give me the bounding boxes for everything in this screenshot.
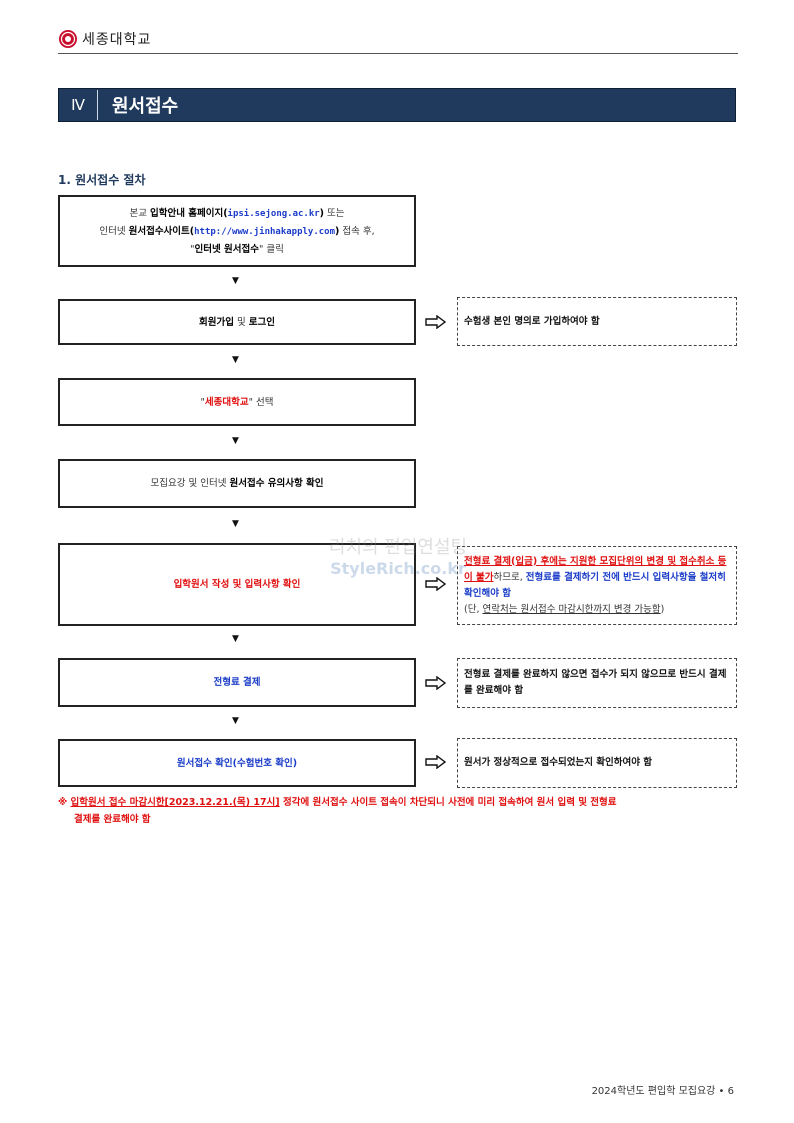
- page-header: 세종대학교: [58, 28, 738, 54]
- text: " 선택: [248, 396, 274, 408]
- right-arrow-icon: [425, 755, 447, 769]
- text: 입학안내 홈페이지(: [149, 207, 228, 219]
- university-logo: 세종대학교: [58, 28, 151, 50]
- text: 입학원서 작성 및 입력사항 확인: [173, 579, 301, 590]
- step-confirm-receipt: 원서접수 확인(수험번호 확인): [58, 739, 416, 787]
- text: 결제를 완료해야 함: [74, 814, 151, 825]
- text: 또는: [324, 207, 345, 219]
- text: 모집요강 및 인터넷: [150, 478, 230, 489]
- homepage-url: ipsi.sejong.ac.kr: [227, 208, 320, 219]
- down-arrow-icon: ▼: [232, 716, 239, 726]
- text: 정각에 원서접수 사이트 접속이 차단되니 사전에 미리 접속하여 원서 입력 …: [279, 797, 617, 808]
- reference-mark: ※: [58, 797, 71, 808]
- text: 전형료 결제(입금) 후에는 지원한 모집단위의 변경 및 접수취소 등이 불가: [464, 555, 727, 583]
- text: 원서접수 확인(수험번호 확인): [176, 757, 298, 769]
- note-login: 수험생 본인 명의로 가입하여야 함: [457, 297, 737, 346]
- note-application: 전형료 결제(입금) 후에는 지원한 모집단위의 변경 및 접수취소 등이 불가…: [457, 546, 737, 625]
- step-1-line-1: 본교 입학안내 홈페이지(ipsi.sejong.ac.kr) 또는: [99, 205, 374, 223]
- text: 인터넷 원서접수: [194, 243, 259, 255]
- text: 인터넷: [99, 225, 129, 237]
- text: ): [319, 207, 325, 219]
- step-check-guidelines: 모집요강 및 인터넷 원서접수 유의사항 확인: [58, 459, 416, 508]
- text: ": [200, 396, 205, 408]
- text: 하므로,: [493, 571, 526, 583]
- text: " 클릭: [258, 243, 284, 255]
- down-arrow-icon: ▼: [232, 436, 239, 446]
- text: ": [190, 243, 195, 255]
- text: 원서접수 유의사항 확인: [229, 478, 324, 489]
- down-arrow-icon: ▼: [232, 519, 239, 529]
- section-number: Ⅳ: [71, 97, 85, 114]
- step-signup-login: 회원가입 및 로그인: [58, 299, 416, 345]
- text: 전형료 결제를 완료하지 않으면 접수가 되지 않으므로 반드시 결제를 완료해…: [464, 669, 727, 696]
- step-select-university: "세종대학교" 선택: [58, 378, 416, 426]
- text: 연락처는 원서접수 마감시한까지 변경 가능함: [482, 603, 661, 615]
- text: 수험생 본인 명의로 가입하여야 함: [464, 315, 600, 327]
- page-footer: 2024학년도 편입학 모집요강 • 6: [591, 1086, 734, 1097]
- right-arrow-icon: [425, 676, 447, 690]
- text: 원서가 정상적으로 접수되었는지 확인하여야 함: [464, 757, 653, 768]
- deadline-text: 입학원서 접수 마감시한[2023.12.21.(목) 17시]: [70, 797, 280, 808]
- text: 전형료 결제: [213, 677, 261, 688]
- text: 세종대학교: [204, 396, 249, 408]
- down-arrow-icon: ▼: [232, 355, 239, 365]
- text: ): [660, 603, 665, 615]
- logo-text: 세종대학교: [82, 32, 152, 48]
- step-1-line-2: 인터넷 원서접수사이트(http://www.jinhakapply.com) …: [99, 223, 374, 241]
- text: 로그인: [248, 316, 275, 328]
- down-arrow-icon: ▼: [232, 276, 239, 286]
- note-confirm: 원서가 정상적으로 접수되었는지 확인하여야 함: [457, 738, 737, 788]
- step-1-line-3: "인터넷 원서접수" 클릭: [99, 241, 374, 258]
- text: 원서접수사이트(: [128, 225, 195, 237]
- text: 접속 후,: [339, 225, 375, 237]
- text: 회원가입: [199, 316, 234, 328]
- apply-site-url: http://www.jinhakapply.com: [194, 226, 336, 237]
- text: 본교: [129, 207, 150, 219]
- university-emblem-icon: [59, 30, 77, 48]
- right-arrow-icon: [425, 577, 447, 591]
- text: 전형료를 결제하기 전에: [525, 571, 620, 583]
- text: (단,: [464, 603, 483, 615]
- deadline-footnote: ※ 입학원서 접수 마감시한[2023.12.21.(목) 17시] 정각에 원…: [58, 794, 740, 828]
- text: 및: [233, 316, 249, 328]
- step-write-application: 입학원서 작성 및 입력사항 확인: [58, 543, 416, 626]
- section-header: Ⅳ 원서접수: [58, 88, 736, 122]
- note-payment: 전형료 결제를 완료하지 않으면 접수가 되지 않으므로 반드시 결제를 완료해…: [457, 658, 737, 708]
- step-homepage-access: 본교 입학안내 홈페이지(ipsi.sejong.ac.kr) 또는 인터넷 원…: [58, 195, 416, 267]
- step-payment: 전형료 결제: [58, 658, 416, 707]
- text: 반드시 입력사항을 철저히 확인해야 함: [464, 571, 726, 599]
- down-arrow-icon: ▼: [232, 634, 239, 644]
- section-title: 원서접수: [112, 96, 179, 117]
- right-arrow-icon: [425, 315, 447, 329]
- subsection-title: 1. 원서접수 절차: [58, 173, 146, 187]
- section-divider: [97, 90, 98, 120]
- text: ): [335, 225, 340, 237]
